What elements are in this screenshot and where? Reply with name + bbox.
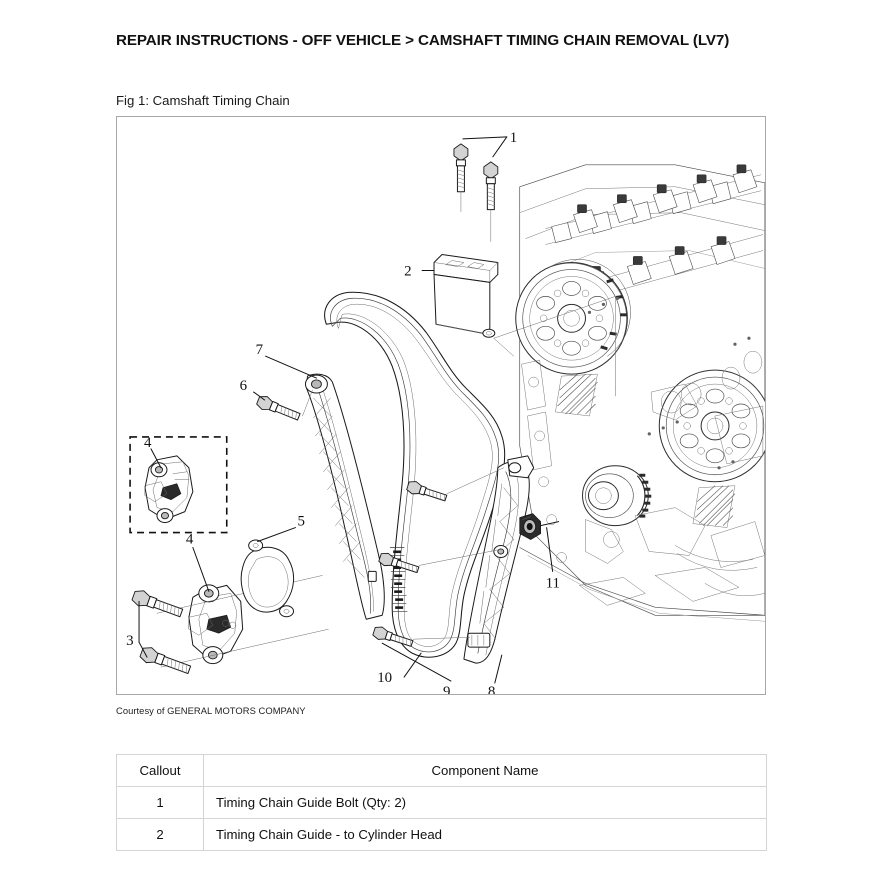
part-chain-guide-pin: 11 xyxy=(519,513,560,591)
detail-box-tensioner: 4 xyxy=(129,435,228,534)
camshaft-sprocket-right xyxy=(658,369,765,483)
part-right-guide-bolts: 9 xyxy=(372,467,505,694)
engine-block-illustration xyxy=(515,164,765,622)
callout-label-10: 10 xyxy=(377,670,392,686)
callout-label-8: 9 xyxy=(443,684,450,694)
callout-label-1: 1 xyxy=(510,130,517,146)
column-header-callout: Callout xyxy=(116,754,204,787)
engine-shading xyxy=(555,373,736,528)
callout-label-11: 11 xyxy=(546,575,560,591)
callout-label-3: 3 xyxy=(126,633,133,649)
camshaft-sprocket-left xyxy=(515,259,631,375)
block-lower-details xyxy=(579,350,765,606)
table-row: 2 Timing Chain Guide - to Cylinder Head xyxy=(116,818,767,851)
callout-label-9: 8 xyxy=(488,684,495,694)
table-header-row: Callout Component Name xyxy=(116,754,767,787)
cell-callout: 1 xyxy=(116,786,204,819)
part-right-chain-guide: 8 xyxy=(463,455,535,694)
camshaft-timing-chain-diagram: 1 2 xyxy=(126,130,765,694)
courtesy-line: Courtesy of GENERAL MOTORS COMPANY xyxy=(116,705,306,716)
figure-frame: 1 2 xyxy=(116,116,766,695)
part-chain-tensioner: 4 xyxy=(156,532,329,668)
column-header-component-name: Component Name xyxy=(203,754,767,787)
figure-caption: Fig 1: Camshaft Timing Chain xyxy=(116,93,290,108)
part-left-chain-guide: 7 xyxy=(256,342,385,620)
part-tensioner-gasket: 5 xyxy=(240,514,305,618)
cell-component-name: Timing Chain Guide Bolt (Qty: 2) xyxy=(203,786,767,819)
part-tensioner-bolts: 3 xyxy=(126,590,192,675)
callout-label-4-detail: 4 xyxy=(144,435,152,451)
callout-label-6: 6 xyxy=(240,378,248,394)
callout-label-4: 4 xyxy=(186,532,194,548)
projection-lines xyxy=(493,296,616,397)
callout-label-7: 7 xyxy=(256,342,264,358)
part-left-guide-bolt: 6 xyxy=(240,378,313,421)
callout-label-2: 2 xyxy=(404,263,411,279)
part-timing-chain-guide-bolts: 1 xyxy=(453,130,517,242)
page-title: REPAIR INSTRUCTIONS - OFF VEHICLE > CAMS… xyxy=(116,32,730,49)
cell-callout: 2 xyxy=(116,818,204,851)
cell-component-name: Timing Chain Guide - to Cylinder Head xyxy=(203,818,767,851)
callout-label-5: 5 xyxy=(297,514,304,530)
part-timing-chain-guide: 2 xyxy=(404,254,499,338)
camshaft-upper xyxy=(545,164,762,245)
table-row: 1 Timing Chain Guide Bolt (Qty: 2) xyxy=(116,786,767,819)
crankshaft-sprocket xyxy=(582,465,652,527)
callout-table: Callout Component Name 1 Timing Chain Gu… xyxy=(116,754,767,851)
